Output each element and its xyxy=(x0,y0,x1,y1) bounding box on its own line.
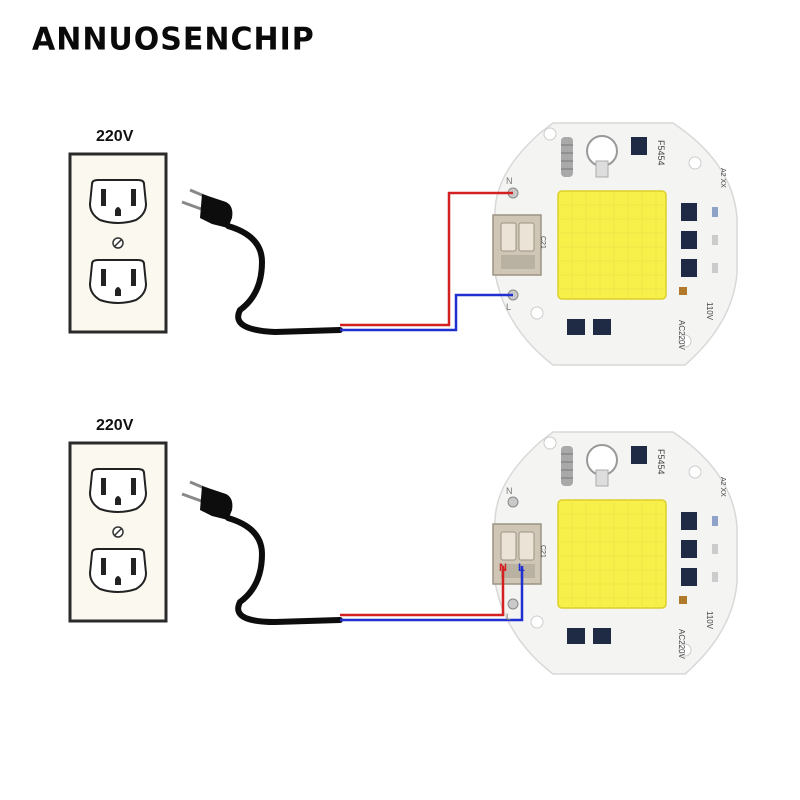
power-cord xyxy=(225,223,343,336)
plug-icon xyxy=(180,188,234,230)
chip-volt-mark: 110V xyxy=(705,611,714,630)
chip-rating: AC220V xyxy=(677,629,686,659)
voltage-label-bottom: 220V xyxy=(96,417,134,434)
pad-l-label: L xyxy=(506,612,512,622)
chip-connector-mark: C21 xyxy=(539,545,546,558)
power-cord xyxy=(225,515,343,626)
wall-outlet-icon xyxy=(68,441,168,623)
voltage-label-top: 220V xyxy=(96,128,134,145)
wire-l xyxy=(340,293,513,332)
chip-corner-mark: A2 XX xyxy=(719,168,726,188)
wire-n xyxy=(340,566,505,617)
pad-l-label: L xyxy=(506,302,512,312)
terminal-label-l: L xyxy=(518,562,525,574)
chip-rating: AC220V xyxy=(677,320,686,350)
pad-n-label: N xyxy=(506,486,513,496)
brand-logo: ANNUOSENCHIP xyxy=(32,21,315,58)
wire-l xyxy=(340,566,524,622)
chip-connector-mark: C21 xyxy=(539,236,546,249)
plug-icon xyxy=(180,480,234,522)
chip-model: F5454 xyxy=(656,449,666,475)
chip-model: F5454 xyxy=(656,140,666,166)
led-chip-icon xyxy=(492,122,738,366)
terminal-label-n: N xyxy=(499,562,507,574)
chip-volt-mark: 110V xyxy=(705,302,714,321)
wire-n xyxy=(340,191,513,327)
pad-n-label: N xyxy=(506,176,513,186)
chip-corner-mark: A2 XX xyxy=(719,477,726,497)
wall-outlet-icon xyxy=(68,152,168,334)
led-chip-icon xyxy=(492,431,738,675)
